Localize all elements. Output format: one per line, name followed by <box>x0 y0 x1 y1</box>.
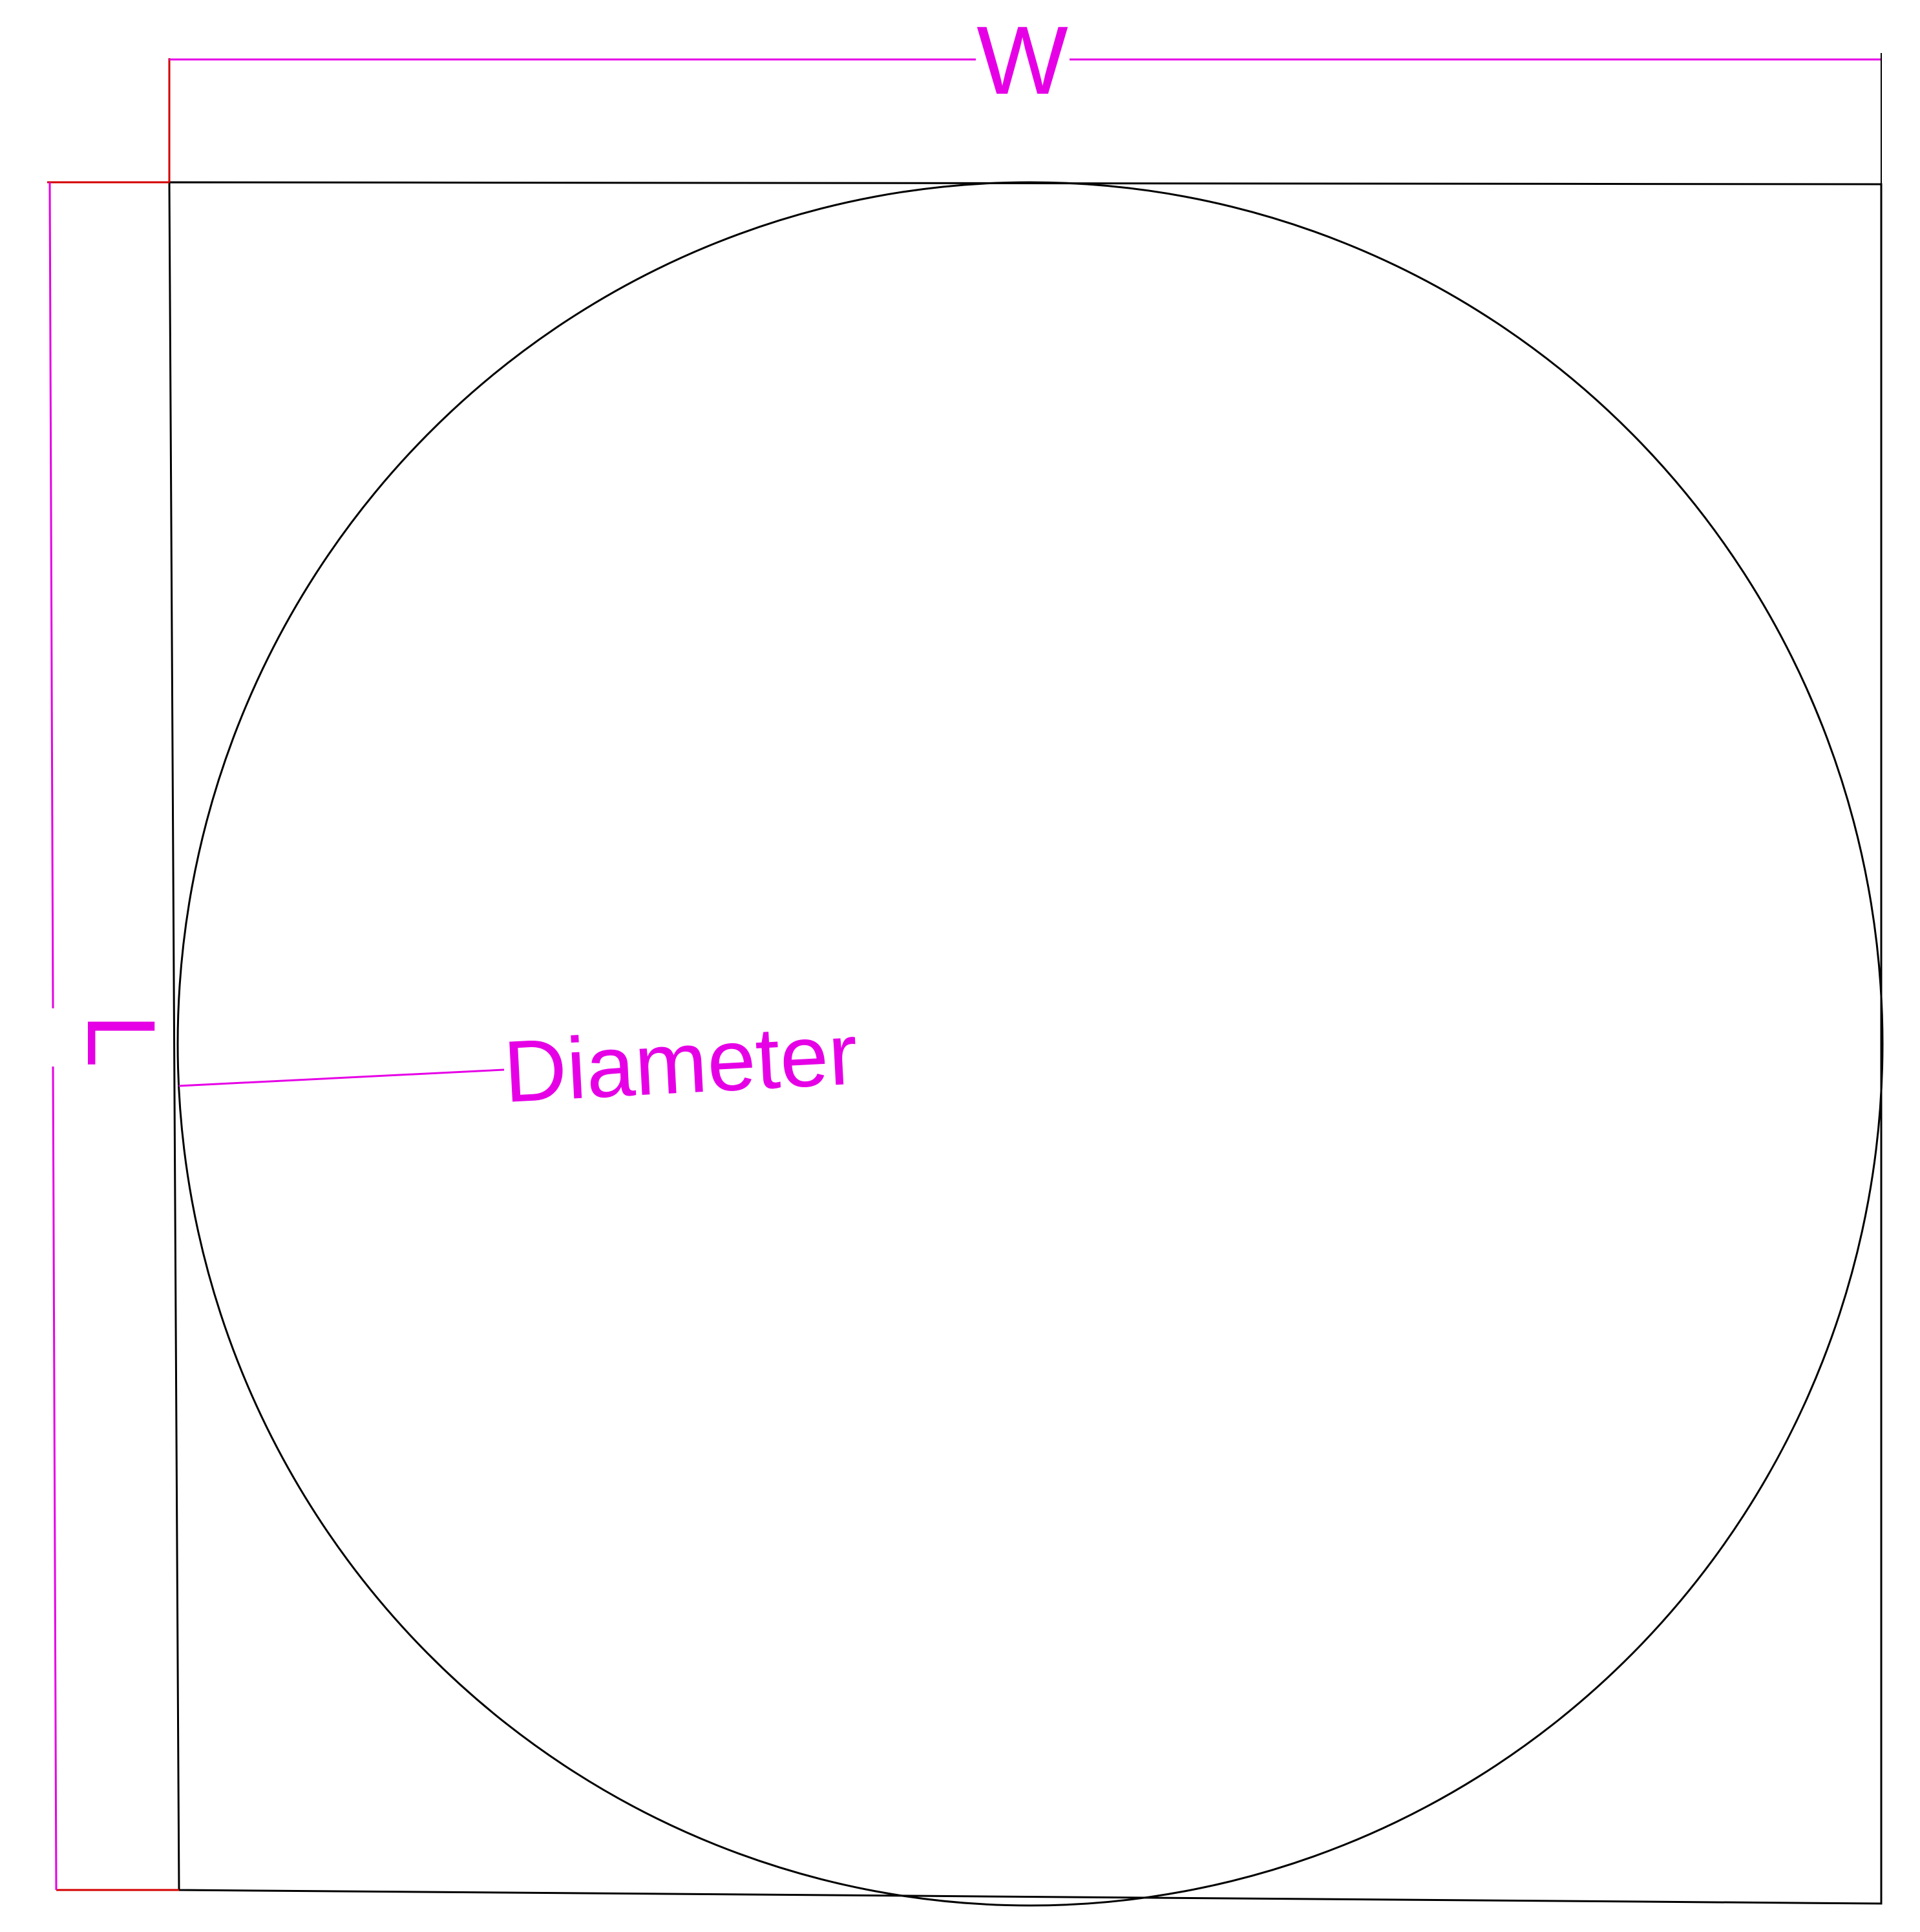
length-label: L <box>67 1014 176 1067</box>
diameter-leader-line <box>178 1068 505 1087</box>
diameter-label: Diameter <box>501 1005 860 1121</box>
length-dimension-line-bottom <box>52 1066 58 1891</box>
width-label: W <box>976 6 1068 114</box>
square-outline <box>168 181 1883 1905</box>
inscribed-circle <box>176 181 1884 1907</box>
length-dimension-line-top <box>48 182 54 1009</box>
